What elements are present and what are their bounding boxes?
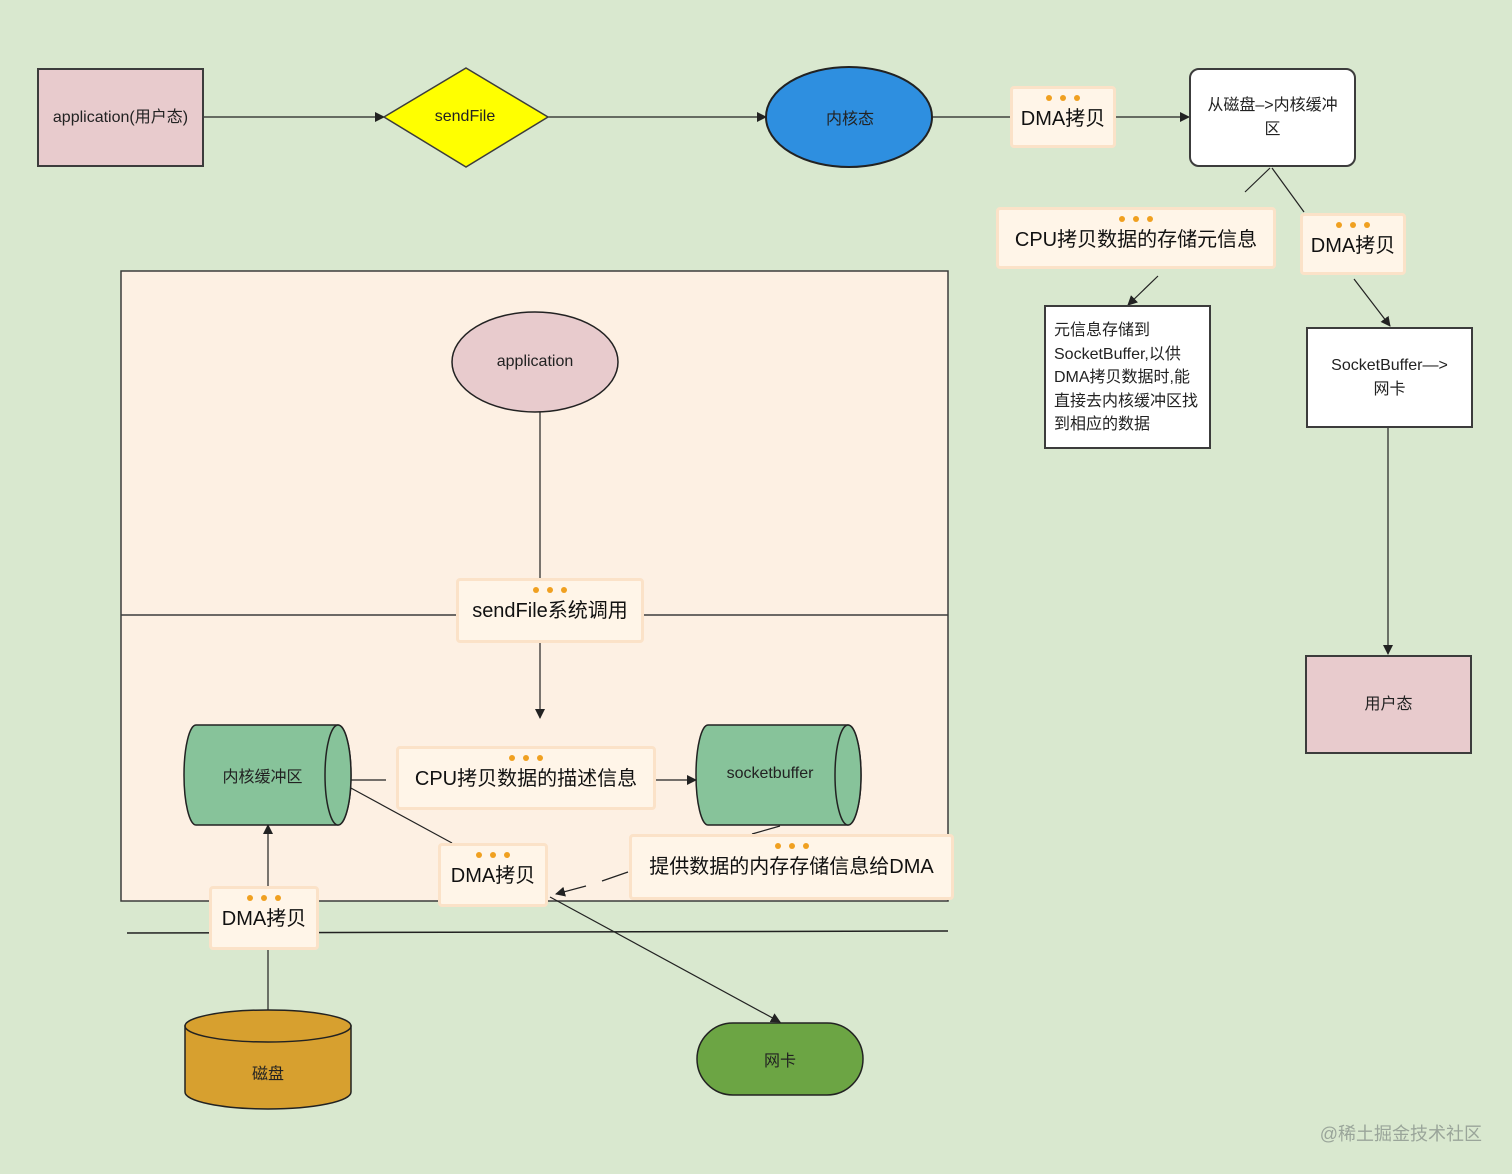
cpu-copy-meta-tag: CPU拷贝数据的存储元信息 [996, 207, 1276, 269]
dma-copy-middle-label: DMA拷贝 [450, 865, 536, 887]
connector-info-to-dma-middle [601, 871, 629, 882]
connector-buffer-to-dma-tag [1271, 167, 1305, 213]
watermark: @稀土掘金技术社区 [1319, 1124, 1482, 1144]
tag-dots-icon [509, 755, 543, 761]
provide-memory-info-tag: 提供数据的内存存储信息给DMA [629, 834, 954, 900]
connector-info-to-dma-middle-arrow [555, 885, 587, 897]
socketbuffer-to-nic-box: SocketBuffer—>网卡 [1306, 327, 1473, 428]
connector-cpu-tag-to-note [1127, 275, 1159, 306]
application-user-label: application(用户态) [52, 108, 189, 126]
tag-dots-icon [476, 852, 510, 858]
dma-copy-bottom-tag: DMA拷贝 [209, 886, 319, 950]
sendfile-diamond [382, 67, 550, 168]
meta-note-line: 直接去内核缓冲区找 [1054, 392, 1199, 410]
nic-stadium [696, 1022, 864, 1096]
dma-copy-label-2: DMA拷贝 [1310, 235, 1396, 257]
tag-dots-icon [1119, 216, 1153, 222]
cpu-copy-meta-label: CPU拷贝数据的存储元信息 [1014, 229, 1258, 251]
disk-to-kernel-buffer-box: 从磁盘–>内核缓冲区 [1189, 68, 1356, 167]
connector-dma-tag-to-socketbuffer [1353, 278, 1391, 327]
cpu-copy-desc-label: CPU拷贝数据的描述信息 [414, 768, 638, 790]
tag-dots-icon [247, 895, 281, 901]
disk-cylinder [184, 1009, 352, 1110]
meta-note-line: 元信息存储到 [1054, 322, 1151, 339]
dma-copy-middle-tag: DMA拷贝 [438, 843, 548, 907]
kernel-ellipse [765, 66, 933, 168]
connector-socketbuffer-to-info [751, 825, 781, 835]
tag-dots-icon [533, 587, 567, 593]
dma-copy-label-1: DMA拷贝 [1020, 108, 1106, 130]
user-state-box: 用户态 [1305, 655, 1472, 754]
dma-copy-bottom-label: DMA拷贝 [221, 908, 307, 930]
meta-info-note: 元信息存储到 SocketBuffer,以供 DMA拷贝数据时,能 直接去内核缓… [1044, 305, 1211, 449]
tag-dots-icon [1336, 222, 1370, 228]
meta-note-line: DMA拷贝数据时,能 [1054, 369, 1191, 386]
disk-to-kernel-buffer-label: 从磁盘–>内核缓冲区 [1207, 97, 1338, 138]
socketbuffer-to-nic-label: SocketBuffer—>网卡 [1331, 357, 1448, 398]
meta-note-line: 到相应的数据 [1054, 416, 1151, 433]
kernel-buffer-cylinder [183, 724, 352, 826]
socketbuffer-cylinder [695, 724, 862, 826]
sendfile-syscall-tag: sendFile系统调用 [456, 578, 644, 643]
connector-buffer-to-cpu-tag [1244, 167, 1271, 193]
meta-note-line: SocketBuffer,以供 [1054, 345, 1181, 363]
connector-dma-middle-to-nic [549, 896, 781, 1023]
connector-buffer-to-dma-middle [348, 786, 453, 844]
user-state-label: 用户态 [1364, 695, 1413, 713]
tag-dots-icon [774, 843, 809, 849]
tag-dots-icon [1046, 95, 1080, 101]
application-user-box: application(用户态) [37, 68, 204, 167]
cpu-copy-desc-tag: CPU拷贝数据的描述信息 [396, 746, 656, 810]
sendfile-syscall-label: sendFile系统调用 [472, 600, 628, 622]
provide-memory-info-label: 提供数据的内存存储信息给DMA [649, 856, 934, 878]
dma-copy-tag-1: DMA拷贝 [1010, 86, 1116, 148]
application-ellipse [451, 311, 619, 413]
dma-copy-tag-2: DMA拷贝 [1300, 213, 1406, 275]
